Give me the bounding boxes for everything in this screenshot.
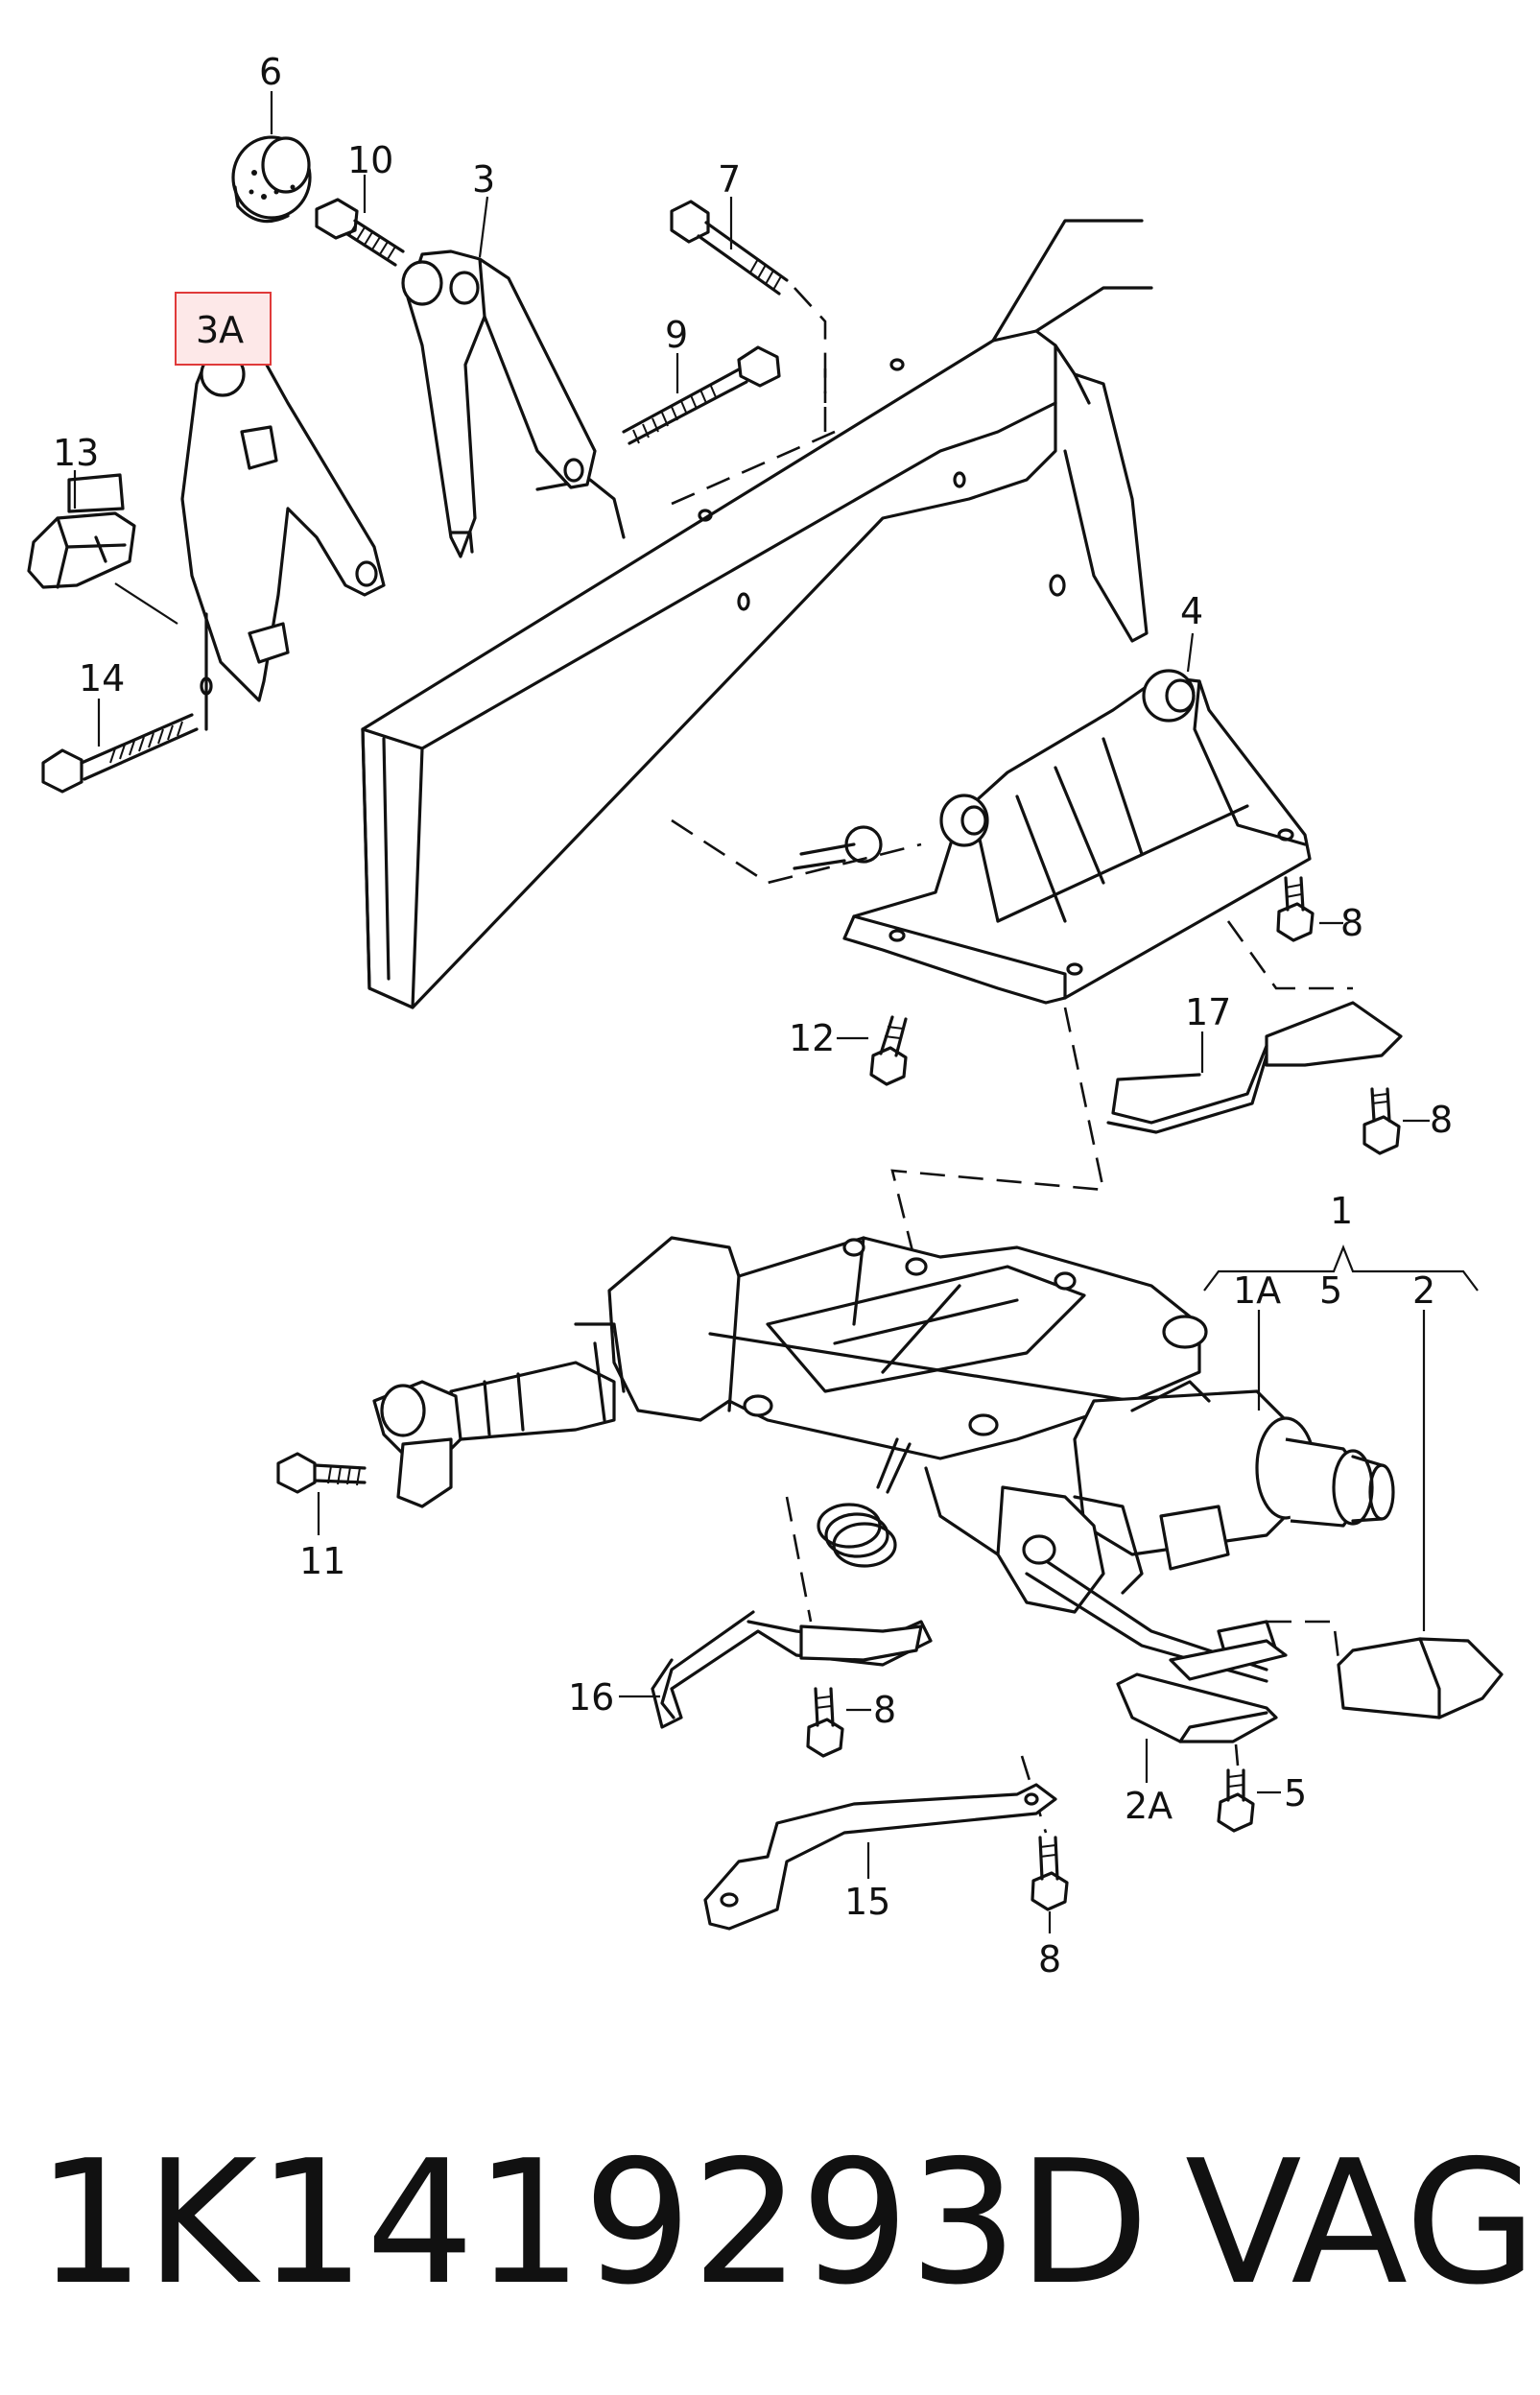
label-8-a: 8 <box>1340 902 1363 944</box>
part-8-bolt-right <box>1362 1087 1430 1155</box>
label-14: 14 <box>79 657 125 700</box>
cross-member-beam <box>361 219 1153 1009</box>
label-8-c: 8 <box>873 1689 896 1731</box>
part-8-bolt-upper <box>1276 876 1343 942</box>
part-16-wire-clip <box>619 1496 933 1729</box>
label-8-b: 8 <box>1430 1099 1453 1141</box>
part-3-bracket <box>401 196 597 558</box>
part-number-footer: 1K1419293D VAG <box>36 2123 1537 2322</box>
part-number: 1K1419293D <box>36 2123 1149 2322</box>
label-8-d: 8 <box>1038 1938 1061 1980</box>
part-9-bolt <box>622 345 781 445</box>
label-3a: 3A <box>196 309 244 351</box>
brand-name: VAG <box>1185 2123 1537 2322</box>
label-1: 1 <box>1330 1190 1353 1232</box>
label-3: 3 <box>472 158 495 201</box>
part-4-mounting-bracket <box>671 632 1353 1005</box>
label-4: 4 <box>1180 590 1203 632</box>
part-11-bolt <box>276 1452 367 1535</box>
label-2: 2 <box>1412 1269 1435 1312</box>
label-12: 12 <box>789 1017 835 1059</box>
label-11: 11 <box>299 1540 345 1582</box>
label-10: 10 <box>347 139 393 181</box>
part-12-screw <box>837 1007 1105 1287</box>
label-9: 9 <box>665 314 688 356</box>
part-8-bolt-lower-left <box>806 1687 871 1758</box>
label-5-a: 5 <box>1319 1269 1342 1312</box>
label-13: 13 <box>53 432 99 474</box>
label-bracket-1 <box>1203 1245 1479 1631</box>
label-6: 6 <box>259 51 282 93</box>
label-7: 7 <box>718 158 741 201</box>
label-15: 15 <box>844 1881 890 1923</box>
part-5-screw <box>1217 1743 1281 1833</box>
part-2-cover <box>1337 1637 1504 1719</box>
label-5-b: 5 <box>1284 1772 1307 1814</box>
label-16: 16 <box>568 1676 614 1719</box>
label-1a: 1A <box>1233 1269 1281 1312</box>
part-10-bolt <box>315 175 405 267</box>
label-2a: 2A <box>1125 1785 1173 1827</box>
part-2a-bracket <box>1116 1620 1340 1783</box>
part-3a-bracket <box>180 341 386 731</box>
part-14-bolt <box>41 699 199 794</box>
part-8-bolt-bottom <box>1020 1755 1069 1933</box>
part-6-rubber-grommet <box>231 91 312 224</box>
part-7-bolt <box>670 197 827 403</box>
part-17-wire-bracket <box>1106 1001 1403 1134</box>
part-1-steering-column <box>372 1236 1395 1683</box>
callout-labels: 6 10 3 7 9 3A 13 14 4 8 12 17 8 1 1A 5 2… <box>53 51 1453 1980</box>
label-17: 17 <box>1185 991 1231 1033</box>
part-15-strap <box>703 1783 1057 1931</box>
part-13-clip <box>27 470 178 625</box>
label-3a-highlight: 3A <box>175 292 272 366</box>
